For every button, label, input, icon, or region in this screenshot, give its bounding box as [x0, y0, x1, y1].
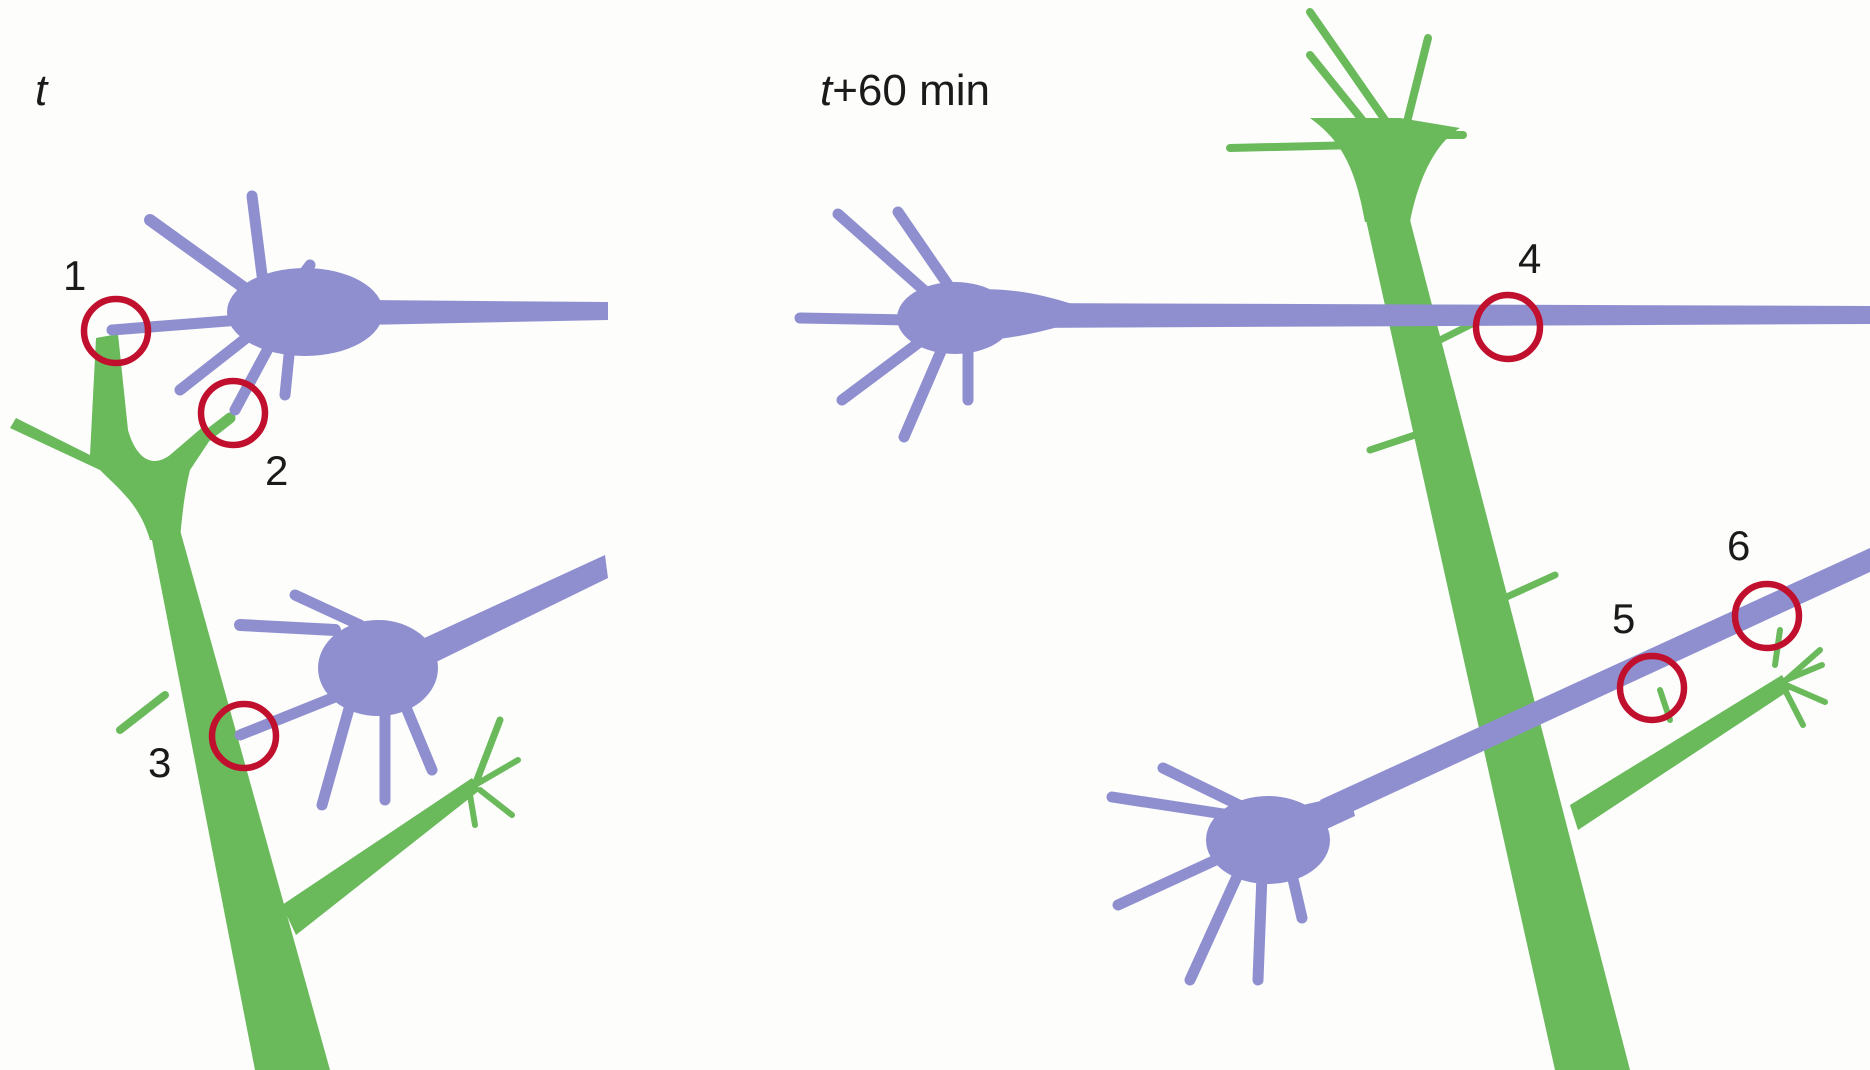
panel-right-title: t+60 min	[820, 66, 990, 115]
panel-right: t+60 min	[800, 12, 1870, 1070]
contact-label-6: 6	[1727, 522, 1750, 569]
panel-left-title: t	[35, 66, 49, 115]
contact-label-1: 1	[63, 252, 86, 299]
panel-left: t	[10, 66, 608, 1070]
contact-label-2: 2	[265, 447, 288, 494]
contact-label-3: 3	[148, 739, 171, 786]
growth-cone-right-top	[800, 212, 1870, 437]
growth-cone-left-middle	[240, 555, 608, 805]
contact-label-5: 5	[1612, 595, 1635, 642]
growth-cone-left-top	[112, 196, 608, 410]
contact-marker-4	[1476, 295, 1540, 359]
contact-label-4: 4	[1518, 235, 1541, 282]
dendrite-left	[10, 334, 518, 1070]
